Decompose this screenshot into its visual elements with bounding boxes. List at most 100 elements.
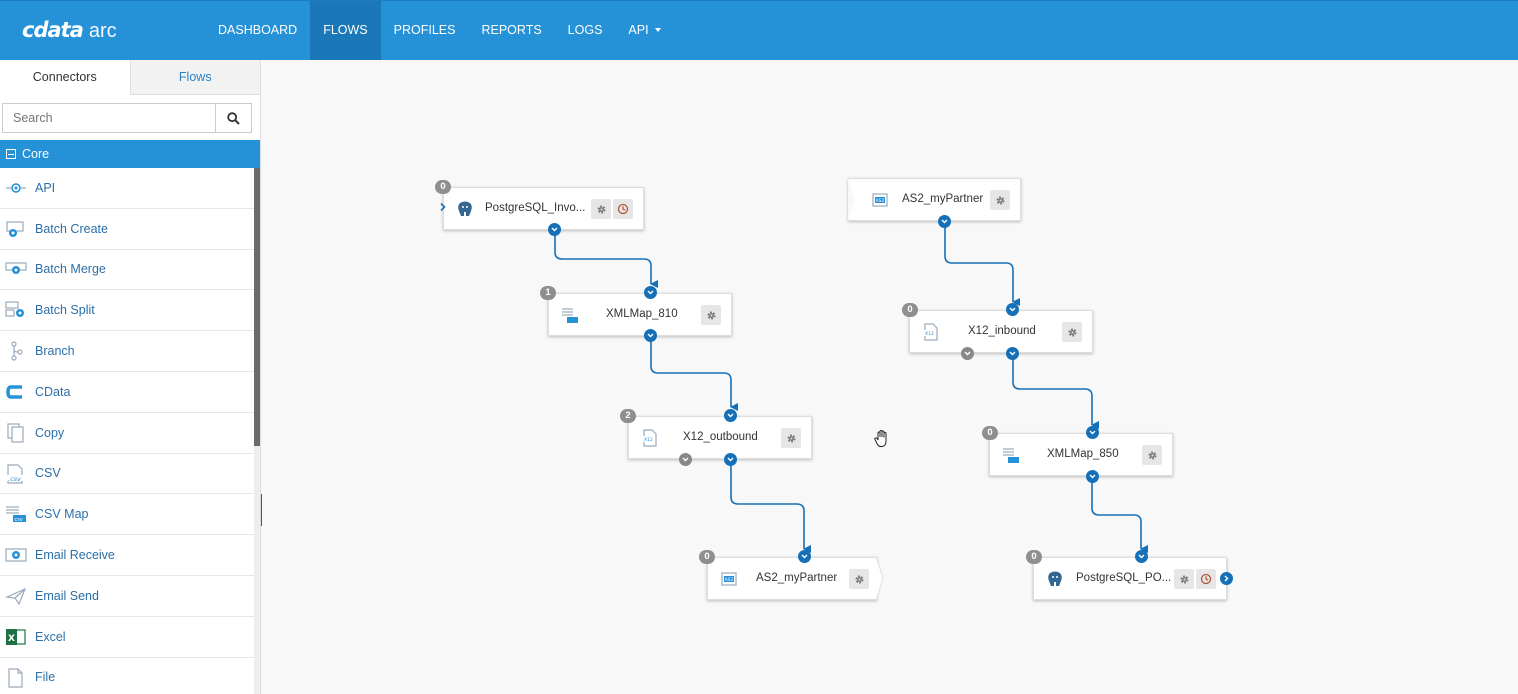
nav-logs[interactable]: LOGS: [567, 23, 603, 37]
flow-node-postgresql-po[interactable]: PostgreSQL_PO...: [1033, 557, 1227, 600]
flow-node-x12-outbound[interactable]: X12 X12_outbound: [628, 416, 812, 459]
nav-api-dropdown[interactable]: API: [615, 1, 673, 60]
scrollbar-thumb[interactable]: [254, 168, 260, 446]
search-input[interactable]: [2, 103, 215, 133]
flow-node-as2-mypartner-send[interactable]: AS2 AS2_myPartner: [707, 557, 877, 600]
cdata-icon: [6, 385, 22, 399]
output-port[interactable]: [724, 453, 737, 466]
search-button[interactable]: [215, 103, 252, 133]
connector-label: Batch Split: [35, 303, 95, 318]
flow-node-xmlmap-850[interactable]: XMLMap_850: [989, 433, 1173, 476]
flow-node-x12-inbound[interactable]: X12 X12_inbound: [909, 310, 1093, 353]
output-port[interactable]: [938, 215, 951, 228]
node-schedule-button[interactable]: [1196, 569, 1216, 589]
connector-label: Email Receive: [35, 548, 115, 563]
gear-icon: [1067, 327, 1077, 337]
output-port[interactable]: [1006, 347, 1019, 360]
connector-cdata[interactable]: CData: [0, 372, 254, 413]
flow-node-xmlmap-810[interactable]: XMLMap_810: [548, 293, 732, 336]
connector-list: API Batch Create Batch Merge Batch Split…: [0, 168, 254, 694]
nav-api-label: API: [628, 23, 649, 37]
connector-label: CSV: [35, 466, 61, 481]
error-output-port[interactable]: [961, 347, 974, 360]
connector-file[interactable]: File: [0, 658, 254, 694]
nav-dashboard[interactable]: DASHBOARD: [218, 23, 298, 37]
connector-copy[interactable]: Copy: [0, 413, 254, 454]
main-nav: DASHBOARD FLOWS PROFILES REPORTS LOGS AP…: [205, 1, 674, 60]
connector-batch-create[interactable]: Batch Create: [0, 209, 254, 250]
output-port[interactable]: [548, 223, 561, 236]
nav-flows[interactable]: FLOWS: [310, 1, 381, 60]
node-settings-button[interactable]: [701, 305, 721, 325]
as2-icon: AS2: [721, 572, 737, 586]
input-port[interactable]: [798, 550, 811, 563]
input-port[interactable]: [1086, 426, 1099, 439]
svg-text:X: X: [8, 634, 15, 644]
flow-node-as2-mypartner-receive[interactable]: AS2 AS2_myPartner: [848, 178, 1021, 221]
connector-label: Excel: [35, 629, 66, 644]
chevron-right-icon: [1224, 575, 1229, 582]
connector-csv-map[interactable]: csv CSV Map: [0, 494, 254, 536]
connector-email-receive[interactable]: Email Receive: [0, 535, 254, 576]
connector-branch[interactable]: Branch: [0, 331, 254, 372]
connector-label: CData: [35, 384, 71, 399]
connection-line: [1091, 482, 1148, 553]
gear-icon: [995, 195, 1005, 205]
node-settings-button[interactable]: [1062, 322, 1082, 342]
connector-excel[interactable]: X Excel: [0, 617, 254, 658]
output-port[interactable]: [644, 329, 657, 342]
tab-flows[interactable]: Flows: [130, 60, 260, 95]
connector-label: CSV Map: [35, 507, 89, 522]
input-port[interactable]: [724, 409, 737, 422]
cdata-arc-logo[interactable]: cdata arc: [22, 18, 117, 44]
node-label: XMLMap_810: [606, 308, 678, 320]
output-port-right[interactable]: [1220, 572, 1233, 585]
node-settings-button[interactable]: [1142, 445, 1162, 465]
logo-sub: arc: [88, 20, 117, 42]
hand-cursor-icon: [874, 429, 887, 448]
svg-text:X12: X12: [925, 331, 934, 337]
connector-email-send[interactable]: Email Send: [0, 576, 254, 617]
flow-canvas[interactable]: PostgreSQL_Invo... 0 XMLMap_810 1 X12 X1…: [262, 60, 1518, 694]
connector-csv[interactable]: .csv CSV: [0, 454, 254, 495]
node-schedule-button[interactable]: [613, 199, 633, 219]
chevron-down-icon: [1089, 430, 1096, 435]
node-settings-button[interactable]: [849, 569, 869, 589]
chevron-down-icon: [727, 413, 734, 418]
sidebar-scrollbar[interactable]: [254, 168, 260, 694]
connection-line: [944, 227, 1020, 306]
error-output-port[interactable]: [679, 453, 692, 466]
tab-connectors[interactable]: Connectors: [0, 60, 131, 95]
connector-batch-merge[interactable]: Batch Merge: [0, 250, 254, 291]
chevron-down-icon: [551, 227, 558, 232]
file-icon: [8, 667, 23, 688]
gear-icon: [596, 204, 606, 214]
core-section-header[interactable]: Core: [0, 140, 260, 168]
connection-line: [1012, 359, 1099, 429]
connector-api[interactable]: API: [0, 168, 254, 209]
node-settings-button[interactable]: [781, 428, 801, 448]
input-port[interactable]: [1006, 303, 1019, 316]
flow-node-postgresql-invoices[interactable]: PostgreSQL_Invo...: [443, 187, 644, 230]
connector-label: Email Send: [35, 588, 99, 603]
xml-map-icon: [562, 308, 578, 323]
output-port[interactable]: [1086, 470, 1099, 483]
node-settings-button[interactable]: [1174, 569, 1194, 589]
node-settings-button[interactable]: [990, 190, 1010, 210]
nav-profiles[interactable]: PROFILES: [393, 23, 456, 37]
input-port[interactable]: [1135, 550, 1148, 563]
input-port[interactable]: [644, 286, 657, 299]
node-settings-button[interactable]: [591, 199, 611, 219]
api-icon: [6, 183, 26, 193]
chevron-right-icon[interactable]: [439, 202, 447, 212]
nav-reports[interactable]: REPORTS: [481, 23, 542, 37]
gear-icon: [786, 433, 796, 443]
core-section-label: Core: [22, 147, 50, 161]
connector-label: File: [35, 670, 56, 685]
csv-icon: .csv: [7, 463, 25, 484]
chevron-down-icon: [1009, 351, 1016, 356]
gear-icon: [1179, 574, 1189, 584]
connector-batch-split[interactable]: Batch Split: [0, 290, 254, 332]
logo-main: cdata: [22, 18, 84, 42]
svg-text:AS2: AS2: [725, 577, 734, 583]
